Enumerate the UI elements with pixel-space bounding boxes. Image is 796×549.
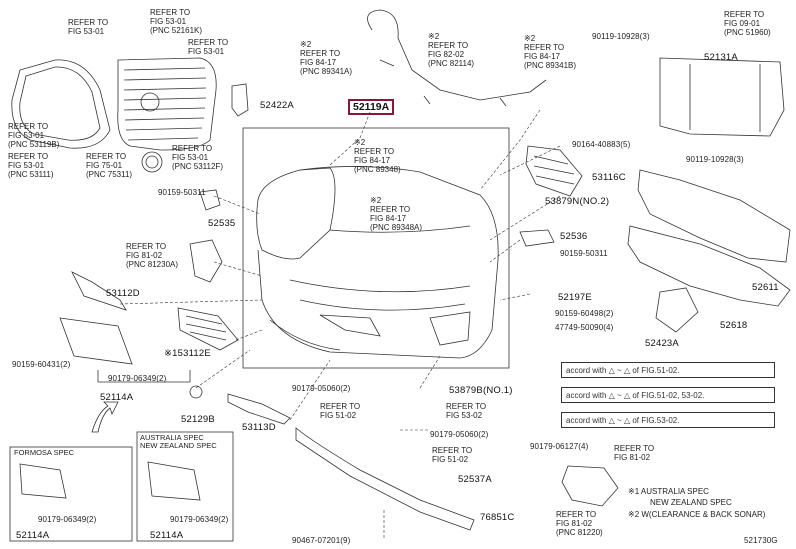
fastener-90159-50311-a[interactable]: 90159-50311 [158, 188, 206, 197]
part-52129b-label[interactable]: 52129B [181, 414, 215, 425]
ref-fig-09-01-51960[interactable]: REFER TO FIG 09-01 (PNC 51960) [724, 10, 771, 37]
part-52197e-label[interactable]: 52197E [558, 292, 592, 303]
spoiler-76851c-shape [295, 427, 475, 531]
ref-fig-81-02-81220[interactable]: REFER TO FIG 81-02 (PNC 81220) [556, 510, 603, 537]
bracket-52535-shape [199, 189, 221, 211]
formosa-spec-title: FORMOSA SPEC [14, 448, 75, 457]
plate-52114a-shape [59, 317, 133, 365]
fastener-90159-60498[interactable]: 90159-60498(2) [555, 309, 614, 318]
fastener-90164-40883[interactable]: 90164-40883(5) [572, 140, 631, 149]
fastener-90179-06349-b2[interactable]: 90179-06349(2) [170, 515, 229, 524]
ref-fig-84-17-89348[interactable]: ※2 REFER TO FIG 84-17 (PNC 89348) [354, 138, 401, 174]
part-52618-label[interactable]: 52618 [720, 320, 748, 331]
ref-fig-53-01-53111[interactable]: REFER TO FIG 53-01 (PNC 53111) [8, 152, 54, 179]
bracket-52422a-shape [231, 83, 249, 117]
bracket-52423a-shape [655, 287, 699, 333]
legend-fig-53-02: accord with △ ~ △ of FIG.53-02. [561, 412, 775, 428]
fastener-90179-06349-a[interactable]: 90179-06349(2) [108, 374, 167, 383]
fastener-90179-06349-b1[interactable]: 90179-06349(2) [38, 515, 97, 524]
fastener-90159-60431[interactable]: 90159-60431(2) [12, 360, 71, 369]
fastener-90467-07201[interactable]: 90467-07201(9) [292, 536, 351, 545]
note-new-zealand-spec: NEW ZEALAND SPEC [650, 498, 732, 507]
part-52114a-label[interactable]: 52114A [100, 392, 134, 403]
ref-fig-53-02[interactable]: REFER TO FIG 53-02 [446, 402, 487, 420]
ref-fig-51-02-a[interactable]: REFER TO FIG 51-02 [320, 402, 361, 420]
part-52131a-label[interactable]: 52131A [704, 52, 738, 63]
part-53112e-label[interactable]: ※153112E [164, 348, 211, 359]
ref-fig-53-01-b[interactable]: REFER TO FIG 53-01 [188, 38, 229, 56]
part-52114a-formosa-label[interactable]: 52114A [16, 530, 50, 541]
ref-fig-84-17-89348a[interactable]: ※2 REFER TO FIG 84-17 (PNC 89348A) [370, 196, 423, 232]
part-52535-label[interactable]: 52535 [208, 218, 236, 229]
part-52119a-label[interactable]: 52119A [348, 99, 395, 115]
fastener-90179-06127[interactable]: 90179-06127(4) [530, 442, 589, 451]
fastener-90159-50311-b[interactable]: 90159-50311 [560, 249, 608, 258]
ref-fig-84-17-89341a[interactable]: ※2 REFER TO FIG 84-17 (PNC 89341A) [300, 40, 353, 76]
fastener-90179-05060-a[interactable]: 90179-05060(2) [292, 384, 351, 393]
spec-arrow [91, 401, 119, 433]
cap-52129b-shape [189, 385, 203, 399]
fastener-90119-10928-bot[interactable]: 90119-10928(3) [686, 155, 744, 164]
legend-fig-51-02-53-02: accord with △ ~ △ of FIG.51-02, 53-02. [561, 387, 775, 403]
moulding-53113d-shape [227, 393, 291, 425]
bracket-52536-shape [519, 229, 555, 247]
part-52536-label[interactable]: 52536 [560, 231, 588, 242]
bumper-cover-shape [256, 166, 499, 359]
grille-53112e-shape [177, 307, 239, 351]
retainer-52618-shape [627, 225, 791, 307]
ref-fig-75-01-75311[interactable]: REFER TO FIG 75-01 (PNC 75311) [86, 152, 133, 179]
reinforcement-52131a-shape [659, 57, 785, 137]
ref-fig-53-01-53112f[interactable]: REFER TO FIG 53-01 (PNC 53112F) [172, 144, 223, 171]
radiator-grille-shape [117, 57, 217, 151]
part-52422a-label[interactable]: 52422A [260, 100, 294, 111]
absorber-52611-shape [637, 169, 791, 263]
ref-fig-84-17-89341b[interactable]: ※2 REFER TO FIG 84-17 (PNC 89341B) [524, 34, 577, 70]
part-53112d-label[interactable]: 53112D [106, 288, 140, 299]
note-clearance-back-sonar: ※2 W(CLEARANCE & BACK SONAR) [628, 510, 766, 519]
part-52611-label[interactable]: 52611 [752, 282, 779, 293]
part-52423a-label[interactable]: 52423A [645, 338, 679, 349]
fastener-90179-05060-b[interactable]: 90179-05060(2) [430, 430, 489, 439]
moulding-53112d-shape [71, 271, 127, 311]
wire-harness-shape [367, 9, 547, 101]
ref-fig-82-02-82114[interactable]: ※2 REFER TO FIG 82-02 (PNC 82114) [428, 32, 475, 68]
aus-nz-spec-title: AUSTRALIA SPEC NEW ZEALAND SPEC [140, 433, 217, 450]
ref-fig-53-01-a[interactable]: REFER TO FIG 53-01 [68, 18, 109, 36]
fastener-90119-10928-top[interactable]: 90119-10928(3) [592, 32, 650, 41]
lamp-bracket-shape [189, 239, 223, 283]
bumper-assembly-frame [242, 127, 510, 369]
ref-fig-51-02-b[interactable]: REFER TO FIG 51-02 [432, 446, 473, 464]
grille-53116c-shape [525, 145, 583, 197]
part-76851c-label[interactable]: 76851C [480, 512, 515, 523]
figure-id: 521730G [744, 536, 778, 545]
formosa-spec-box [9, 446, 133, 542]
emblem-shape [141, 151, 163, 173]
part-53116c-label[interactable]: 53116C [592, 172, 626, 183]
note-australia-spec: ※1 AUSTRALIA SPEC [628, 487, 709, 496]
aus-nz-spec-box [136, 431, 234, 542]
ref-fig-81-02[interactable]: REFER TO FIG 81-02 [614, 444, 655, 462]
part-53879b-label[interactable]: 53879B(NO.1) [449, 385, 513, 396]
ref-fig-53-01-53119b[interactable]: REFER TO FIG 53-01 (PNC 53119B) [8, 122, 60, 149]
part-53879n-label[interactable]: 53879N(NO.2) [545, 196, 610, 207]
ref-fig-81-02-81230a[interactable]: REFER TO FIG 81-02 (PNC 81230A) [126, 242, 179, 269]
part-52537a-label[interactable]: 52537A [458, 474, 492, 485]
foglamp-cover-shape [561, 465, 619, 507]
ref-fig-53-01-52161k[interactable]: REFER TO FIG 53-01 (PNC 52161K) [150, 8, 203, 35]
grille-surround-shape [11, 59, 111, 149]
fastener-47749-50090[interactable]: 47749-50090(4) [555, 323, 614, 332]
legend-fig-51-02: accord with △ ~ △ of FIG.51-02. [561, 362, 775, 378]
part-52114a-aus-label[interactable]: 52114A [150, 530, 184, 541]
part-53113d-label[interactable]: 53113D [242, 422, 276, 433]
